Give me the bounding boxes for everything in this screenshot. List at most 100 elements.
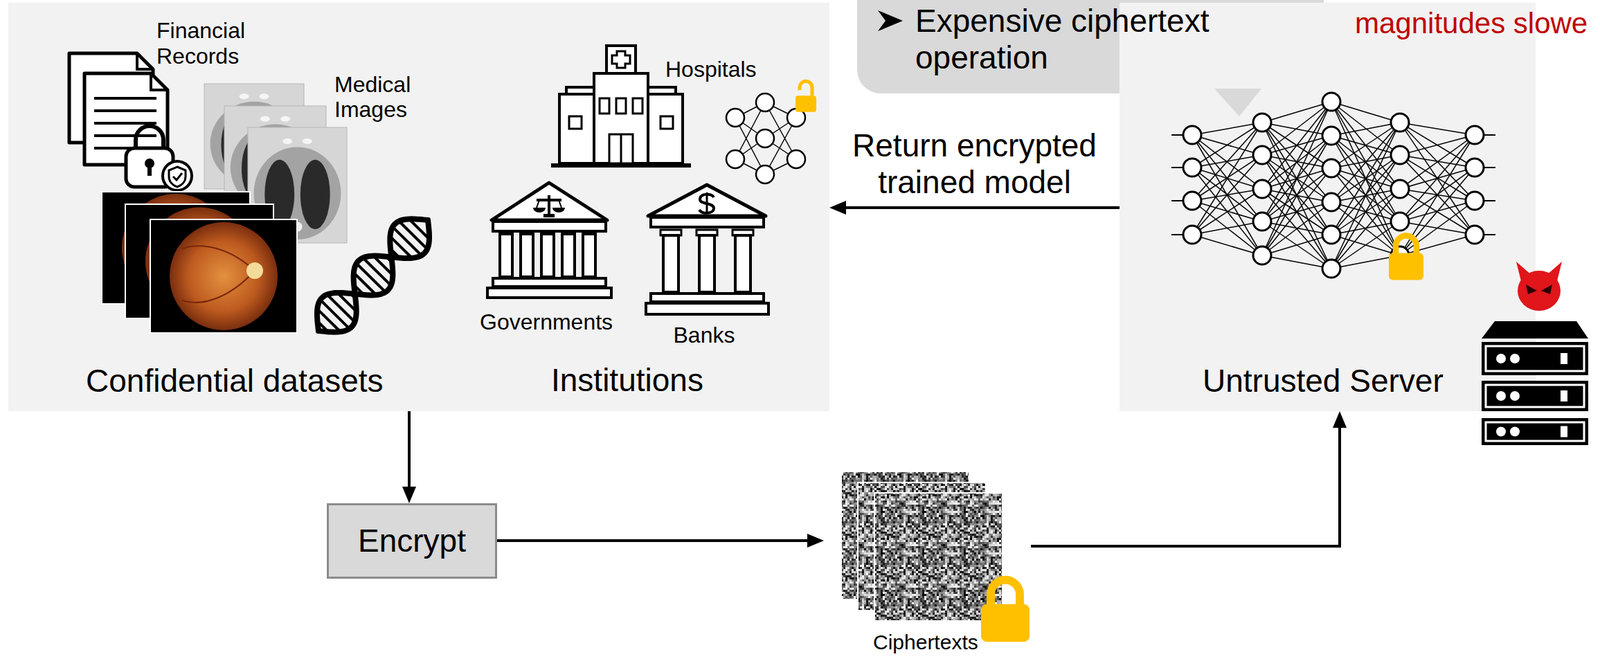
icon-label: Banks bbox=[673, 322, 736, 349]
node-label: Encrypt bbox=[357, 522, 466, 560]
neural-network bbox=[1322, 193, 1341, 212]
government-icon bbox=[547, 195, 551, 215]
bank-icon bbox=[650, 293, 764, 302]
attacker-icon bbox=[1516, 261, 1562, 311]
government-icon bbox=[536, 200, 540, 208]
hospital-icon bbox=[599, 98, 610, 114]
hospital-icon bbox=[551, 163, 691, 168]
ciphertext-images bbox=[990, 580, 1020, 606]
financial-records-icon bbox=[150, 73, 168, 91]
fundus-images-icon bbox=[182, 245, 255, 271]
server-icon bbox=[1496, 391, 1506, 401]
medical-images-icon bbox=[302, 138, 313, 145]
server-icon bbox=[1509, 427, 1520, 437]
government-icon bbox=[562, 234, 575, 277]
arrow-connector bbox=[497, 539, 808, 543]
government-icon bbox=[558, 200, 562, 208]
edge-label: Return encrypted trained model bbox=[822, 127, 1128, 201]
government-icon bbox=[543, 213, 555, 218]
returned-model-icon bbox=[787, 150, 806, 169]
node-label: Expensive ciphertext operation bbox=[915, 2, 1303, 77]
neural-network bbox=[1192, 234, 1263, 256]
bullet-arrow bbox=[877, 10, 903, 32]
government-icon bbox=[491, 182, 608, 221]
dna-icon bbox=[317, 218, 430, 332]
neural-network bbox=[1262, 101, 1332, 222]
icon-label: Governments bbox=[479, 309, 613, 336]
bank-icon bbox=[735, 235, 751, 293]
server-icon bbox=[1481, 418, 1589, 446]
neural-network bbox=[1331, 101, 1400, 156]
server-icon bbox=[1481, 321, 1589, 339]
server-icon bbox=[1485, 422, 1585, 442]
server-icon bbox=[1481, 342, 1589, 376]
neural-network bbox=[1399, 122, 1475, 168]
bank-icon bbox=[699, 235, 715, 293]
neural-network bbox=[1192, 122, 1263, 201]
neural-network bbox=[1399, 167, 1475, 256]
neural-network bbox=[1322, 225, 1341, 244]
financial-records-icon bbox=[137, 53, 154, 70]
server-icon bbox=[1560, 390, 1568, 402]
neural-network bbox=[1192, 221, 1263, 235]
neural-network bbox=[1192, 167, 1263, 256]
neural-network bbox=[1399, 200, 1475, 256]
financial-records-icon bbox=[69, 53, 192, 191]
financial-records-icon bbox=[173, 173, 183, 181]
neural-network bbox=[1253, 246, 1272, 265]
neural-network bbox=[1331, 101, 1400, 256]
server-icon bbox=[1496, 427, 1506, 437]
neural-network bbox=[1262, 135, 1332, 256]
financial-records-icon bbox=[94, 109, 157, 113]
neural-network bbox=[1331, 122, 1400, 203]
neural-network bbox=[1331, 122, 1400, 235]
neural-network bbox=[1253, 212, 1272, 231]
dna-icon bbox=[356, 263, 386, 292]
financial-records-icon bbox=[168, 166, 186, 187]
medical-images-icon bbox=[300, 159, 331, 230]
neural-network bbox=[1390, 146, 1409, 165]
node-label: Confidential datasets bbox=[85, 362, 384, 400]
neural-network bbox=[1322, 126, 1341, 145]
returned-model-icon bbox=[726, 108, 745, 127]
neural-network bbox=[1192, 189, 1263, 235]
returned-model-icon bbox=[756, 165, 775, 184]
financial-records-icon bbox=[162, 161, 192, 191]
financial-records-icon bbox=[94, 96, 157, 100]
neural-network bbox=[1465, 191, 1484, 210]
neural-network bbox=[1262, 101, 1332, 156]
neural-network bbox=[1465, 126, 1484, 145]
government-icon bbox=[533, 207, 546, 213]
hospital-icon bbox=[569, 116, 582, 129]
neural-network bbox=[1331, 155, 1400, 269]
ciphertext-images bbox=[874, 492, 1003, 622]
icon-label: Hospitals bbox=[665, 56, 757, 83]
neural-network bbox=[1395, 236, 1417, 255]
government-icon bbox=[487, 288, 612, 298]
financial-records-icon bbox=[147, 164, 152, 176]
fundus-images-icon bbox=[150, 219, 298, 334]
neural-network bbox=[1262, 234, 1332, 256]
hospital-icon bbox=[594, 73, 649, 164]
node-label: Untrusted Server bbox=[1202, 362, 1444, 400]
government-icon bbox=[582, 234, 596, 277]
medical-images-icon bbox=[239, 93, 250, 100]
hospital-icon bbox=[612, 51, 631, 68]
attacker-icon bbox=[1541, 284, 1553, 295]
government-icon bbox=[492, 278, 606, 287]
neural-network bbox=[1331, 101, 1400, 222]
ciphertext-stack: Ciphertexts bbox=[823, 467, 1031, 659]
returned-model-icon bbox=[795, 95, 817, 112]
returned-model-icon bbox=[726, 81, 817, 184]
hospital-icon bbox=[632, 98, 643, 114]
returned-model-icon bbox=[756, 129, 775, 148]
neural-network bbox=[1322, 159, 1341, 178]
dataset-panel-fill bbox=[8, 2, 830, 412]
government-icon bbox=[552, 207, 565, 213]
medical-images-icon bbox=[258, 93, 269, 100]
neural-network bbox=[1192, 135, 1263, 256]
dna-icon bbox=[392, 227, 422, 256]
